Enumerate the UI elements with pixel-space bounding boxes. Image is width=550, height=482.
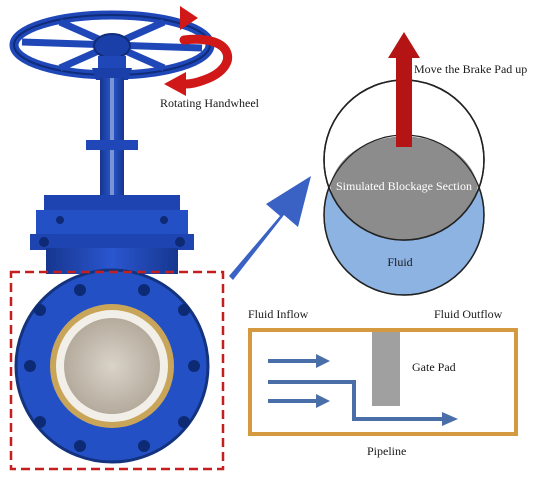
bolt-hole [74, 440, 86, 452]
lift-arrow-head [388, 32, 420, 58]
gate-pad-label: Gate Pad [412, 360, 456, 374]
gate-valve [9, 10, 225, 471]
handwheel-hub [93, 33, 131, 59]
valve-bore [64, 318, 160, 414]
bolt-hole [24, 360, 36, 372]
fluid-outflow-label: Fluid Outflow [434, 307, 503, 321]
fluid-inflow-label: Fluid Inflow [248, 307, 309, 321]
flow-arrow [268, 380, 444, 421]
valve-yoke [86, 56, 138, 203]
move-brake-pad-label: Move the Brake Pad up [414, 62, 527, 76]
valve-bonnet [30, 195, 194, 274]
flow-arrow-head [316, 394, 330, 408]
blockage-illustration: Simulated Blockage Section Fluid [323, 79, 485, 296]
rotation-arrow [164, 6, 233, 96]
rotation-arrow-curve [179, 34, 233, 89]
flow-arrow-head [442, 412, 458, 426]
bolt-hole [138, 440, 150, 452]
gate-pad [372, 332, 400, 406]
blockage-region [330, 136, 478, 240]
pipeline-schematic: Fluid Inflow Fluid Outflow Gate Pad Pipe… [248, 307, 518, 458]
transition-arrow [229, 176, 311, 280]
bolt-hole [34, 304, 46, 316]
fluid-label: Fluid [387, 255, 412, 269]
rotating-handwheel-label: Rotating Handwheel [160, 96, 260, 110]
flow-arrow-head [316, 354, 330, 368]
rotation-arrow-head [180, 6, 198, 30]
valve-stem [110, 78, 114, 198]
bolt-hole [188, 360, 200, 372]
bolt-hole [34, 416, 46, 428]
lift-arrow-shaft [396, 57, 412, 147]
valve-flange [14, 268, 210, 464]
bolt-hole [74, 284, 86, 296]
lift-arrow [388, 32, 420, 147]
rotation-arrow-tail-head [164, 72, 186, 96]
bolt-hole [138, 284, 150, 296]
bolt-hole [178, 416, 190, 428]
pipeline-box [248, 328, 518, 436]
pipeline-label: Pipeline [367, 444, 406, 458]
bolt-hole [178, 304, 190, 316]
dashed-highlight-box [9, 270, 225, 471]
simulated-blockage-label: Simulated Blockage Section [336, 179, 472, 193]
